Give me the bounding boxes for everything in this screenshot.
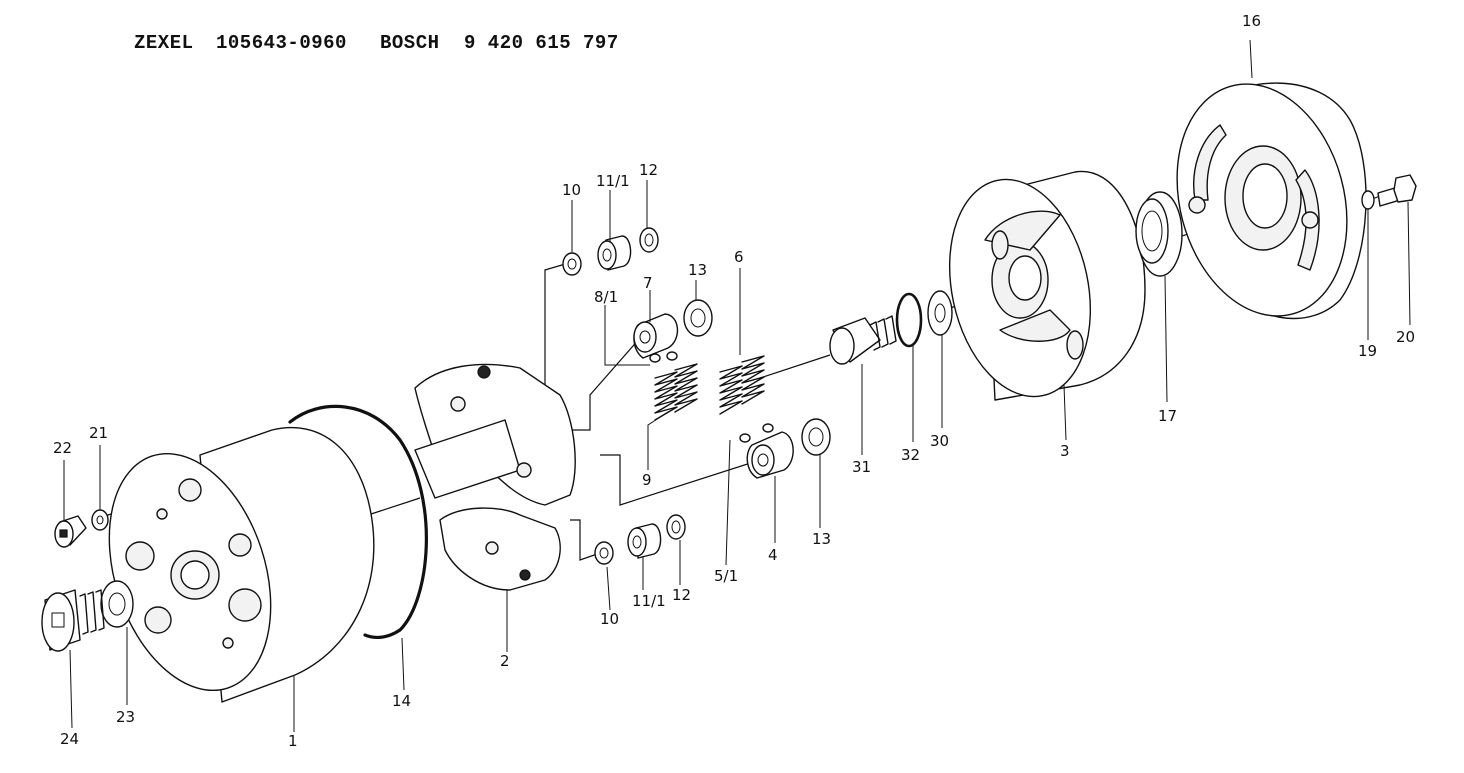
part-20-bolt	[1377, 174, 1417, 207]
callout-12-bottom: 12	[672, 586, 691, 604]
part-2-carrier-hub	[414, 363, 576, 591]
callout-31: 31	[852, 458, 871, 476]
callout-13-top: 13	[688, 261, 707, 279]
callout-17: 17	[1158, 407, 1177, 425]
callout-32: 32	[901, 446, 920, 464]
part-3-housing	[948, 170, 1146, 401]
callout-labels: 1 2 3 4 5/1 6 7 8/1 9 10 11/1 12 13 10 1…	[53, 12, 1415, 750]
part-19-washer	[1361, 190, 1375, 210]
parts-10-11-12-top	[562, 227, 659, 276]
callout-11-1-bottom: 11/1	[632, 592, 666, 610]
callout-10-top: 10	[562, 181, 581, 199]
callout-24: 24	[60, 730, 79, 748]
callout-19: 19	[1358, 342, 1377, 360]
callout-21: 21	[89, 424, 108, 442]
callout-6: 6	[734, 248, 744, 266]
zexel-label: ZEXEL	[134, 32, 194, 54]
callout-4: 4	[768, 546, 778, 564]
part-4-flyweight-bottom	[739, 418, 831, 479]
callout-7: 7	[643, 274, 653, 292]
part-9-springs	[654, 363, 698, 421]
callout-1: 1	[288, 732, 298, 750]
part-23-washer	[100, 580, 134, 628]
zexel-part-number: 105643-0960	[216, 32, 347, 54]
part-32-ring	[895, 292, 923, 348]
callout-11-1-top: 11/1	[596, 172, 630, 190]
part-7-flyweight-top	[633, 299, 713, 363]
callout-20: 20	[1396, 328, 1415, 346]
callout-10-bottom: 10	[600, 610, 619, 628]
callout-12-top: 12	[639, 161, 658, 179]
callout-5-1: 5/1	[714, 567, 738, 585]
part-24-plug-screw	[41, 589, 105, 652]
callout-8-1: 8/1	[594, 288, 618, 306]
callout-30: 30	[930, 432, 949, 450]
part-1-pump-body	[108, 426, 375, 703]
parts-10-11-12-bottom	[594, 514, 686, 565]
callout-22: 22	[53, 439, 72, 457]
callout-16: 16	[1242, 12, 1261, 30]
part-14-o-ring	[288, 404, 428, 639]
part-31-plug	[829, 315, 897, 365]
callout-9: 9	[642, 471, 652, 489]
part-17-bearing	[1135, 191, 1183, 277]
part-22-screw	[54, 515, 87, 548]
callout-23: 23	[116, 708, 135, 726]
callout-14: 14	[392, 692, 411, 710]
leader-lines	[63, 39, 1411, 732]
callout-3: 3	[1060, 442, 1070, 460]
part-16-cover-plate	[1176, 82, 1367, 320]
bosch-label: BOSCH	[380, 32, 440, 54]
part-21-washer	[91, 509, 109, 531]
callout-2: 2	[500, 652, 510, 670]
bosch-part-number: 9 420 615 797	[464, 32, 619, 54]
part-30-washer	[927, 290, 953, 336]
callout-13-bottom: 13	[812, 530, 831, 548]
part-6-springs	[719, 355, 765, 415]
